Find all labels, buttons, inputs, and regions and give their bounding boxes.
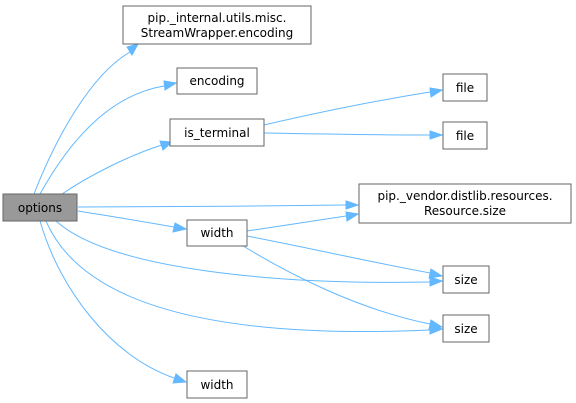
edge-width-1-to-size-1 bbox=[246, 235, 431, 274]
arrow-to-file-1 bbox=[429, 87, 444, 98]
node-is-terminal[interactable]: is_terminal bbox=[169, 118, 265, 147]
node-is-terminal-label: is_terminal bbox=[184, 126, 250, 140]
arrow-to-width-2 bbox=[172, 373, 188, 384]
arrow-width-to-resource-size bbox=[345, 211, 360, 222]
node-width-2[interactable]: width bbox=[186, 370, 248, 399]
node-size-2[interactable]: size bbox=[442, 314, 490, 343]
edge-options-to-wrapper-encoding bbox=[33, 51, 131, 195]
arrow-width-to-size-1 bbox=[428, 268, 444, 279]
node-file-1[interactable]: file bbox=[442, 73, 488, 102]
node-wrapper-encoding-line1: pip._internal.utils.misc. bbox=[148, 11, 287, 25]
node-width-2-label: width bbox=[200, 378, 233, 392]
arrow-to-encoding bbox=[163, 80, 178, 91]
node-options[interactable]: options bbox=[2, 193, 78, 222]
edge-options-to-is-terminal bbox=[61, 144, 163, 195]
arrow-to-file-2 bbox=[429, 130, 444, 140]
node-size-1-label: size bbox=[454, 273, 477, 287]
arrow-options-to-size-2 bbox=[429, 324, 444, 335]
node-file-1-label: file bbox=[456, 81, 474, 95]
edge-is-terminal-to-file-1 bbox=[263, 91, 431, 126]
arrow-options-to-size-1 bbox=[429, 276, 444, 287]
nodes: options pip._internal.utils.misc. Stream… bbox=[2, 5, 572, 399]
node-encoding[interactable]: encoding bbox=[176, 67, 258, 95]
node-resource-size-line1: pip._vendor.distlib.resources. bbox=[377, 189, 552, 203]
node-width-1-label: width bbox=[200, 226, 233, 240]
node-size-2-label: size bbox=[454, 322, 477, 336]
edge-options-to-encoding bbox=[39, 85, 165, 195]
node-resource-size[interactable]: pip._vendor.distlib.resources. Resource.… bbox=[358, 183, 572, 224]
arrow-to-wrapper-encoding bbox=[126, 43, 140, 56]
arrow-to-resource-size bbox=[345, 200, 360, 210]
edge-width-1-to-resource-size bbox=[246, 215, 347, 232]
node-size-1[interactable]: size bbox=[442, 265, 490, 294]
node-file-2-label: file bbox=[456, 129, 474, 143]
edges bbox=[33, 43, 444, 384]
edge-options-to-width-2 bbox=[39, 220, 175, 379]
node-file-2[interactable]: file bbox=[442, 121, 488, 150]
node-wrapper-encoding-line2: StreamWrapper.encoding bbox=[141, 26, 293, 40]
edge-options-to-width-1 bbox=[77, 210, 175, 228]
edge-width-1-to-size-2 bbox=[239, 243, 431, 325]
edge-is-terminal-to-file-2 bbox=[263, 132, 431, 136]
node-options-label: options bbox=[18, 201, 62, 215]
node-encoding-label: encoding bbox=[189, 74, 244, 88]
node-wrapper-encoding[interactable]: pip._internal.utils.misc. StreamWrapper.… bbox=[122, 5, 312, 45]
node-resource-size-line2: Resource.size bbox=[424, 204, 506, 218]
edge-options-to-size-2 bbox=[45, 220, 431, 332]
node-width-1[interactable]: width bbox=[186, 219, 248, 247]
edge-options-to-size-1 bbox=[55, 220, 431, 283]
arrow-to-is-terminal bbox=[159, 140, 174, 151]
edge-options-to-resource-size bbox=[77, 204, 347, 208]
arrow-to-width-1 bbox=[172, 222, 188, 233]
